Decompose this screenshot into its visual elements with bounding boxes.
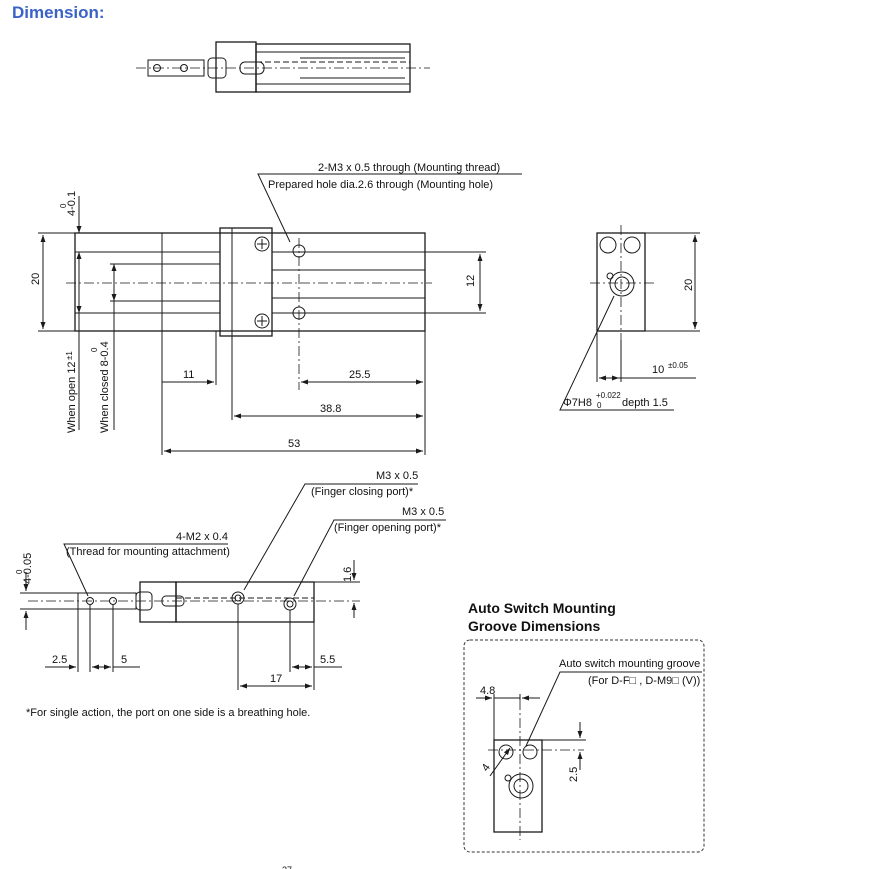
groove-panel: Auto Switch Mounting Groove Dimensions A…	[463, 600, 705, 853]
bottom-dim-5-label: 5	[121, 654, 127, 666]
page-title: Dimension:	[12, 3, 105, 22]
groove-models: (For D-F□ , D-M9□ (V))	[588, 675, 700, 687]
when-closed-label: When closed 8-0.4	[99, 341, 111, 433]
bottom-dim-4-label: 4-0.05	[22, 553, 34, 584]
when-open-label: When open 12	[66, 361, 78, 433]
closing-port-label: (Finger closing port)*	[311, 486, 414, 498]
bottom-dim-2-5-label: 2.5	[52, 654, 67, 666]
bottom-dim-5-5-label: 5.5	[320, 654, 335, 666]
dim-open-tol-label: 4-0.1	[66, 191, 78, 216]
dim-20-label: 20	[30, 273, 42, 285]
bottom-dim-4-top: 0	[15, 569, 24, 574]
top-view: 2-M3 x 0.5 through (Mounting thread) Pre…	[30, 162, 522, 455]
attach-label: (Thread for mounting attachment)	[66, 546, 230, 558]
bore-tol-lower: 0	[597, 401, 602, 410]
dim-12-label: 12	[465, 275, 477, 287]
bottom-dim-1-6-label: 1.6	[342, 567, 354, 582]
dim-25-5-label: 25.5	[349, 369, 370, 381]
bore-depth: depth 1.5	[622, 397, 668, 409]
side-view: 20 10 ±0.05 Φ7H8 +0.022 0 depth 1.5	[559, 225, 700, 411]
side-dim-10-label: 10	[652, 364, 664, 376]
opening-port-label: (Finger opening port)*	[334, 522, 442, 534]
single-action-footnote: *For single action, the port on one side…	[26, 707, 310, 719]
bottom-dim-17-label: 17	[270, 673, 282, 685]
page-number: 37	[282, 865, 292, 869]
bore-spec-prefix: Φ7H8	[563, 397, 592, 409]
dim-38-8-label: 38.8	[320, 403, 341, 415]
groove-dim-4-8-label: 4.8	[480, 685, 495, 697]
side-dim-20-label: 20	[683, 279, 695, 291]
groove-dim-4-label: 4	[480, 762, 493, 774]
closing-port-thread: M3 x 0.5	[376, 470, 418, 482]
groove-heading-1: Auto Switch Mounting	[468, 600, 616, 616]
side-dim-10-tol: ±0.05	[668, 361, 689, 370]
bottom-view: M3 x 0.5 (Finger closing port)* M3 x 0.5…	[15, 470, 446, 719]
when-closed-tol: 0	[90, 347, 99, 352]
dim-53-label: 53	[288, 438, 300, 450]
groove-dim-2-5-label: 2.5	[568, 767, 580, 782]
mounting-thread-label: 2-M3 x 0.5 through (Mounting thread)	[318, 162, 500, 174]
groove-heading-2: Groove Dimensions	[468, 618, 600, 634]
opening-port-thread: M3 x 0.5	[402, 506, 444, 518]
attach-thread: 4-M2 x 0.4	[176, 531, 228, 543]
bore-tol-upper: +0.022	[596, 391, 621, 400]
mounting-hole-label: Prepared hole dia.2.6 through (Mounting …	[268, 179, 493, 191]
dim-open-tol-top: 0	[59, 203, 68, 208]
when-open-tol: ±1	[65, 351, 74, 360]
dim-11-label: 11	[183, 369, 194, 381]
thumbnail-view	[136, 41, 430, 93]
groove-label: Auto switch mounting groove	[559, 658, 700, 670]
